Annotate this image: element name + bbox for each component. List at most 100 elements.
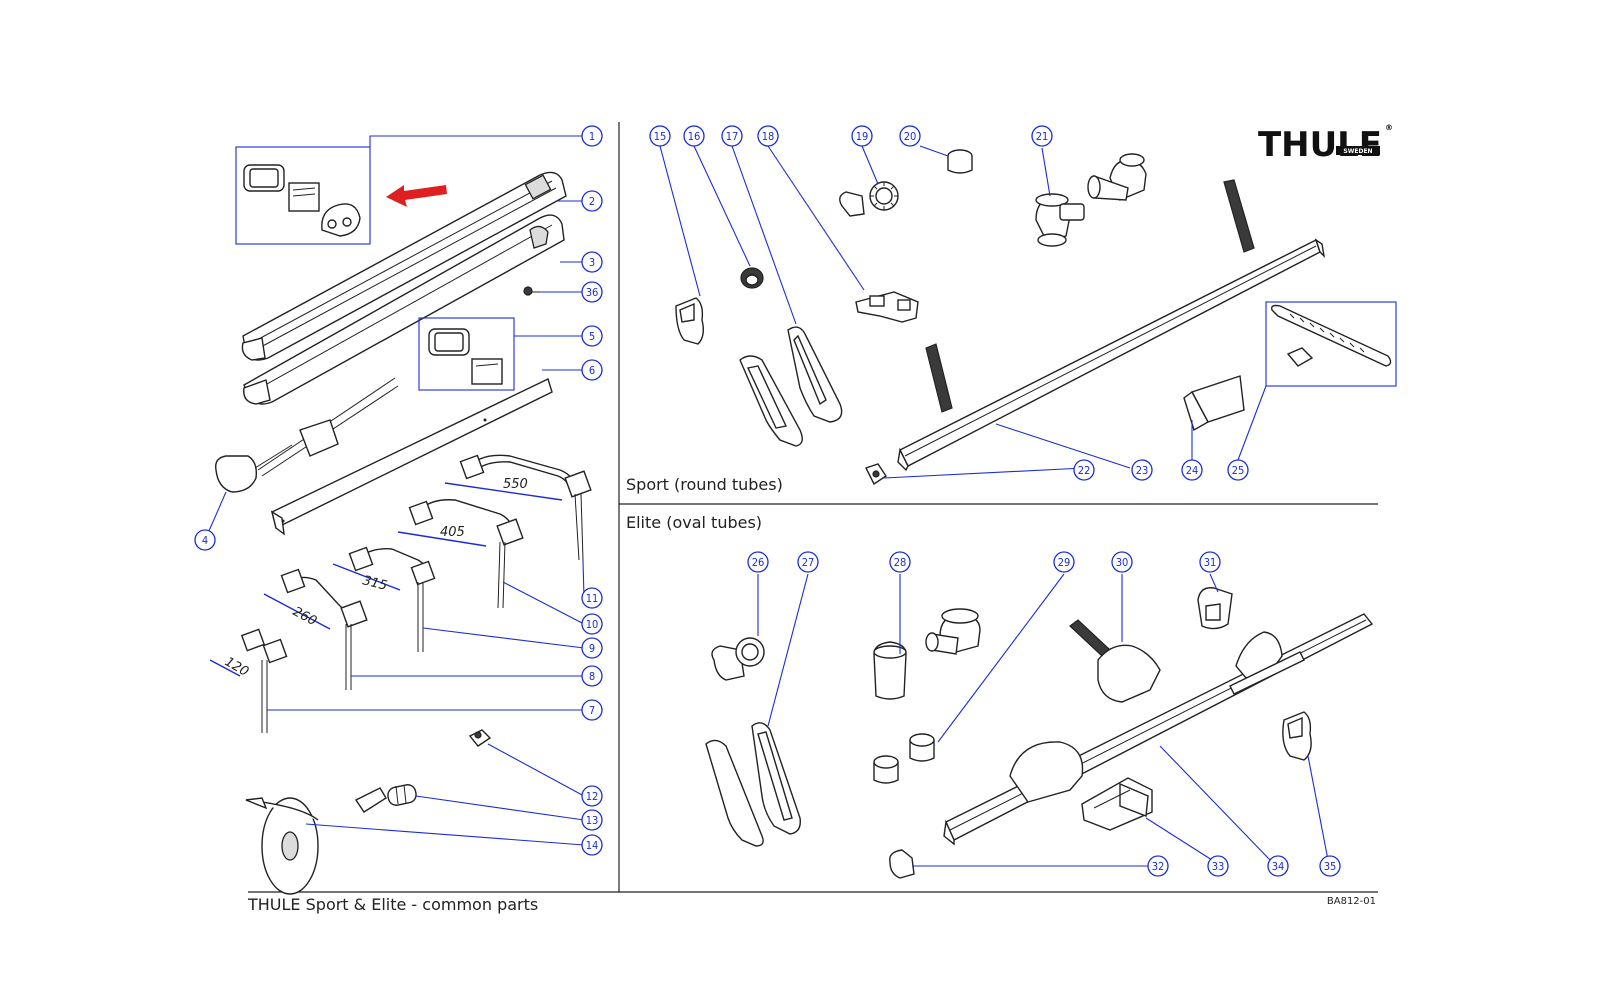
part-26-wheel <box>711 637 765 681</box>
callout-label-18: 18 <box>762 130 775 143</box>
dimension-120: 120 <box>209 654 251 680</box>
callout-3: 3 <box>581 251 603 273</box>
part-34-rail <box>943 613 1374 846</box>
part-28-clamp <box>873 608 981 700</box>
callout-label-30: 30 <box>1116 556 1129 569</box>
callout-30: 30 <box>1111 551 1133 573</box>
part-36-screw <box>523 286 540 296</box>
callout-label-22: 22 <box>1078 464 1091 477</box>
part-2-profile-bar <box>241 171 567 361</box>
dimension-label-405: 405 <box>440 525 465 540</box>
callout-18: 18 <box>757 125 779 147</box>
part-5-endcap-set <box>428 328 503 385</box>
callout-label-12: 12 <box>586 790 599 803</box>
callout-label-31: 31 <box>1204 556 1217 569</box>
callout-label-23: 23 <box>1136 464 1149 477</box>
callout-label-17: 17 <box>726 130 739 143</box>
thule-logo: THULE SWEDEN ® <box>1258 123 1393 165</box>
callout-16: 16 <box>683 125 705 147</box>
callout-12: 12 <box>581 785 603 807</box>
dimension-label-315: 315 <box>361 573 389 594</box>
callout-1: 1 <box>581 125 603 147</box>
group-box-25 <box>1265 301 1397 387</box>
callout-label-7: 7 <box>589 704 595 717</box>
red-left-arrow-icon <box>386 185 447 207</box>
part-1-endcap-set <box>243 164 361 237</box>
callout-35: 35 <box>1319 855 1341 877</box>
callout-label-2: 2 <box>589 195 595 208</box>
callout-label-15: 15 <box>654 130 667 143</box>
common-parts-title: THULE Sport & Elite - common parts <box>247 895 538 914</box>
part-10-holder-405 <box>408 499 524 609</box>
callout-label-19: 19 <box>856 130 869 143</box>
dimension-550: 550 <box>444 477 563 501</box>
callout-36: 36 <box>581 281 603 303</box>
callout-label-16: 16 <box>688 130 701 143</box>
callout-label-10: 10 <box>586 618 599 631</box>
part-19-wheel <box>839 181 899 217</box>
callout-8: 8 <box>581 665 603 687</box>
dimension-label-120: 120 <box>222 654 251 679</box>
part-12-knob <box>468 729 492 747</box>
callout-25: 25 <box>1227 459 1249 481</box>
callout-22: 22 <box>1073 459 1095 481</box>
part-13-lock <box>354 784 417 813</box>
part-6-angle-profile <box>270 378 553 536</box>
callout-label-6: 6 <box>589 364 595 377</box>
callout-19: 19 <box>851 125 873 147</box>
callout-label-4: 4 <box>202 534 208 547</box>
callout-label-36: 36 <box>586 286 599 299</box>
callout-29: 29 <box>1053 551 1075 573</box>
logo-registered: ® <box>1385 123 1393 132</box>
callout-21: 21 <box>1031 125 1053 147</box>
group-box-5 <box>418 317 515 391</box>
part-24-bracket <box>1183 375 1245 432</box>
callout-32: 32 <box>1147 855 1169 877</box>
part-11-holder-550 <box>459 454 592 561</box>
part-8-holder-260 <box>280 568 368 690</box>
part-32-shoe <box>889 849 915 879</box>
callout-20: 20 <box>899 125 921 147</box>
part-15-clip <box>675 297 705 345</box>
part-4-end-assembly <box>215 377 399 493</box>
callout-7: 7 <box>581 699 603 721</box>
callout-33: 33 <box>1207 855 1229 877</box>
callout-23: 23 <box>1131 459 1153 481</box>
logo-brand: THULE <box>1258 125 1382 165</box>
callout-label-35: 35 <box>1324 860 1337 873</box>
callout-label-3: 3 <box>589 256 595 269</box>
part-18-shoe <box>855 291 919 323</box>
callout-label-14: 14 <box>586 839 599 852</box>
callout-31: 31 <box>1199 551 1221 573</box>
callout-label-32: 32 <box>1152 860 1165 873</box>
part-14-tape-roll <box>245 797 319 895</box>
part-3-profile-bar <box>243 214 565 405</box>
part-23-rail <box>897 179 1326 472</box>
callout-9: 9 <box>581 637 603 659</box>
dimension-315: 315 <box>332 563 401 594</box>
document-number: BA812-01 <box>1327 896 1376 907</box>
dimension-label-550: 550 <box>503 477 528 492</box>
callout-14: 14 <box>581 834 603 856</box>
part-20-cap <box>947 149 973 174</box>
callout-26: 26 <box>747 551 769 573</box>
part-29-caps <box>873 733 935 784</box>
part-35-clip <box>1282 711 1312 761</box>
callout-label-29: 29 <box>1058 556 1071 569</box>
logo-sub: SWEDEN <box>1343 148 1372 155</box>
part-27-strap <box>705 722 801 847</box>
callout-label-20: 20 <box>904 130 917 143</box>
callout-15: 15 <box>649 125 671 147</box>
callout-label-8: 8 <box>589 670 595 683</box>
group-box-1 <box>235 146 371 245</box>
part-16-knob <box>740 267 764 289</box>
callout-label-25: 25 <box>1232 464 1245 477</box>
callout-28: 28 <box>889 551 911 573</box>
part-30-ratchet <box>1069 619 1161 703</box>
part-25-strap-set <box>1270 304 1392 367</box>
callout-6: 6 <box>581 359 603 381</box>
callout-5: 5 <box>581 325 603 347</box>
part-9-holder-315 <box>348 546 436 652</box>
